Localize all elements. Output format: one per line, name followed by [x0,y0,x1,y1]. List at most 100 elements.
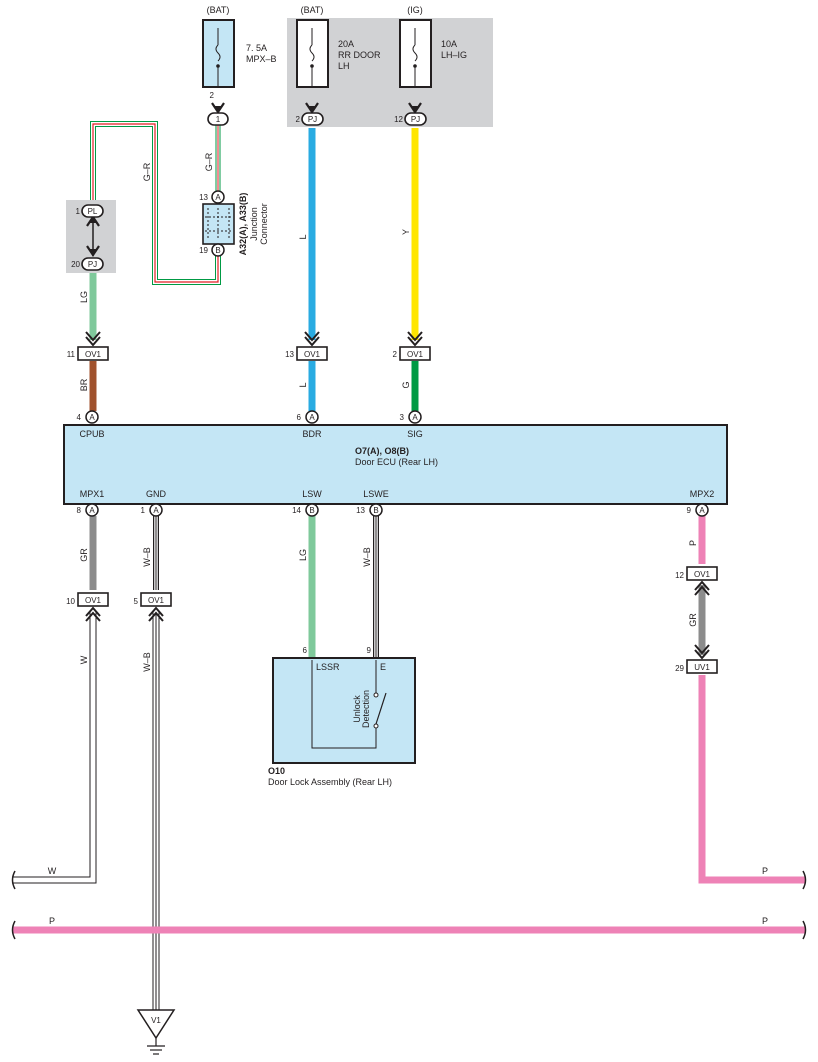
conn-ecu-mpx1-label: A [89,506,95,515]
label-l-upper: L [298,234,308,239]
pin-pj-left: 20 [71,260,80,269]
conn-ov1-13-label: OV1 [304,350,321,359]
conn-ecu-bdr-label: A [309,413,315,422]
junction-id: A32(A), A33(B) [238,193,248,256]
pin-jc-b: 19 [199,246,208,255]
conn-ecu-cpub-label: A [89,413,95,422]
connector-ov1-13: 13 OV1 [285,331,328,361]
connector-uv1-29: 29 UV1 [675,644,718,674]
conn-ecu-lswe-label: B [373,506,378,515]
connector-rr-door-pj: 2 PJ [296,102,324,126]
pin-ecu-gnd: 1 [141,506,146,515]
junction-name-2: Connector [259,203,269,245]
pin-ecu-lsw: 14 [292,506,301,515]
pin-mpxb-out: 2 [210,91,215,100]
junction-connector: 13 A 19 B A32(A), A33(B) Junction Connec… [199,190,269,257]
label-p-right-h: P [762,866,768,876]
label-w-b-gnd: W–B [142,547,152,567]
pin-ecu-bdr: 6 [297,413,302,422]
wire-break-p-right [802,870,807,890]
label-p-mpx2: P [688,540,698,546]
conn-ecu-sig-label: A [412,413,418,422]
label-gr-mpx1: GR [79,548,89,562]
label-y: Y [401,229,411,235]
pin-rr-out: 2 [296,115,301,124]
fuse-rr-door-rating: 20A [338,39,354,49]
label-p-bus-right: P [762,916,768,926]
conn-ov1-12-label: OV1 [694,570,711,579]
switch-label-2: Detection [361,690,371,728]
lock-id: O10 [268,766,285,776]
pin-ov1-2: 2 [393,350,398,359]
wire-break-p-bus-right [802,920,807,940]
terminal-lsw: LSW [302,489,322,499]
unlock-detection-switch-icon [375,692,387,725]
fuse-lh-ig-source: (IG) [407,5,423,15]
wire-g-r-loop [90,121,221,285]
lock-name: Door Lock Assembly (Rear LH) [268,777,392,787]
terminal-e: E [380,662,386,672]
label-w-vertical: W [79,655,89,664]
pin-ov1-5: 5 [134,597,139,606]
conn-ecu-lsw-label: B [309,506,314,515]
terminal-sig: SIG [407,429,423,439]
ecu-id: O7(A), O8(B) [355,446,409,456]
fuse-lh-ig-name: LH–IG [441,50,467,60]
fuse-lh-ig: (IG) 10A LH–IG [399,5,467,88]
connector-ov1-11: 11 OV1 [67,331,109,361]
pin-ecu-lswe: 13 [356,506,365,515]
conn-ig-pj-label: PJ [411,115,420,124]
wire-break-p-bus-left [11,920,16,940]
terminal-lswe: LSWE [363,489,389,499]
pin-ecu-cpub: 4 [77,413,82,422]
fuse-rr-door-source: (BAT) [301,5,324,15]
conn-jc-b-label: B [215,246,220,255]
terminal-mpx2: MPX2 [690,489,715,499]
wire-break-w-left [11,870,16,890]
pin-ov1-12: 12 [675,571,684,580]
label-lg-lsw: LG [298,549,308,561]
terminal-gnd: GND [146,489,167,499]
fuse-mpx-b-rating: 7. 5A [246,43,267,53]
pin-ecu-mpx2: 9 [687,506,692,515]
door-lock-assembly: 6 9 LSSR E Unlock Detection O10 Door Loc… [268,646,416,787]
pin-pl: 1 [76,207,81,216]
label-w-b-lower: W–B [142,652,152,672]
pin-uv1-29: 29 [675,664,684,673]
junction-name-1: Junction [249,207,259,241]
pin-ov1-10: 10 [66,597,75,606]
fuse-mpx-b-source: (BAT) [207,5,230,15]
conn-rr-pj-label: PJ [308,115,317,124]
fuse-rr-door-lh: (BAT) 20A RR DOOR LH [296,5,381,88]
connector-ov1-10: 10 OV1 [66,592,109,622]
wire-p-right [698,675,806,884]
ecu-name: Door ECU (Rear LH) [355,457,438,467]
pin-jc-a: 13 [199,193,208,202]
conn-ov1-11-label: OV1 [85,350,102,359]
label-w-b-lswe: W–B [362,547,372,567]
conn-pj-left-label: PJ [88,260,97,269]
conn-uv1-29-label: UV1 [694,663,710,672]
pin-ecu-sig: 3 [400,413,405,422]
connector-ov1-2: 2 OV1 [393,331,431,361]
conn-ecu-gnd-label: A [153,506,159,515]
fuse-rr-door-name2: LH [338,61,350,71]
fuse-rr-door-name1: RR DOOR [338,50,381,60]
pin-lock-lssr: 6 [303,646,308,655]
label-gr-right: GR [688,613,698,627]
label-br: BR [79,378,89,391]
conn-ov1-2-label: OV1 [407,350,424,359]
fuse-mpx-b: (BAT) 7. 5A MPX–B [202,5,277,88]
conn-ov1-5-label: OV1 [148,596,165,605]
label-lg-upper: LG [79,291,89,303]
pin-ig-out: 12 [394,115,403,124]
ground-icon [147,1045,165,1055]
conn-jc-1-label: 1 [216,115,221,124]
label-g-r-right: G–R [204,152,214,171]
label-p-bus-left: P [49,916,55,926]
connector-ov1-12: 12 OV1 [675,566,718,596]
ground-v1-label: V1 [151,1016,161,1025]
terminal-cpub: CPUB [79,429,104,439]
terminal-mpx1: MPX1 [80,489,105,499]
connector-pl-pj-left: 1 PL 20 PJ [66,200,116,273]
